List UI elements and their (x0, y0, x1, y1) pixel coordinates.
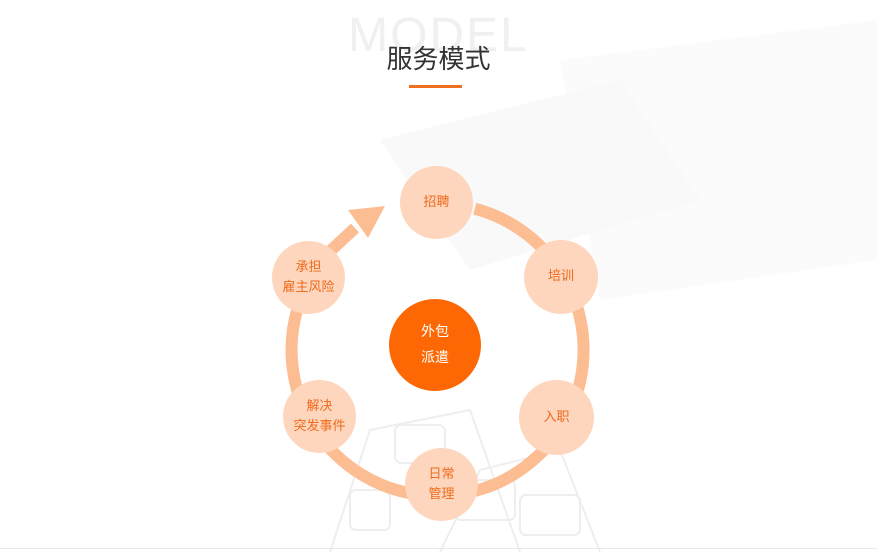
cycle-step-label: 招聘 (423, 194, 450, 210)
center-label-line2: 派遣 (421, 350, 449, 366)
cycle-step-label: 日常 (428, 466, 455, 482)
cycle-step-label-line2: 雇主风险 (282, 279, 335, 295)
cycle-step-training: 培训 (524, 240, 598, 314)
page-title: 服务模式 (386, 45, 491, 75)
cycle-step-emergency-handling: 解决 突发事件 (283, 380, 356, 453)
bottom-divider (0, 548, 877, 549)
title-underline (409, 85, 462, 88)
cycle-step-label: 解决 (306, 398, 333, 414)
cycle-step-employer-risk: 承担 雇主风险 (272, 241, 345, 314)
cycle-step-onboarding: 入职 (519, 380, 594, 455)
center-label-line1: 外包 (421, 324, 449, 340)
cycle-step-label-line2: 管理 (428, 486, 455, 502)
center-outsourcing-dispatch: 外包 派遣 (389, 299, 481, 391)
model-watermark: MODEL (348, 9, 529, 62)
cycle-step-label: 承担 (295, 259, 322, 275)
arrow-clockwise-icon (348, 206, 385, 238)
cycle-step-label: 培训 (547, 269, 574, 284)
cycle-step-label-line2: 突发事件 (293, 418, 346, 434)
cycle-step-label: 入职 (543, 409, 570, 425)
cycle-step-recruitment: 招聘 (400, 166, 473, 239)
cycle-step-daily-management: 日常 管理 (405, 448, 478, 521)
